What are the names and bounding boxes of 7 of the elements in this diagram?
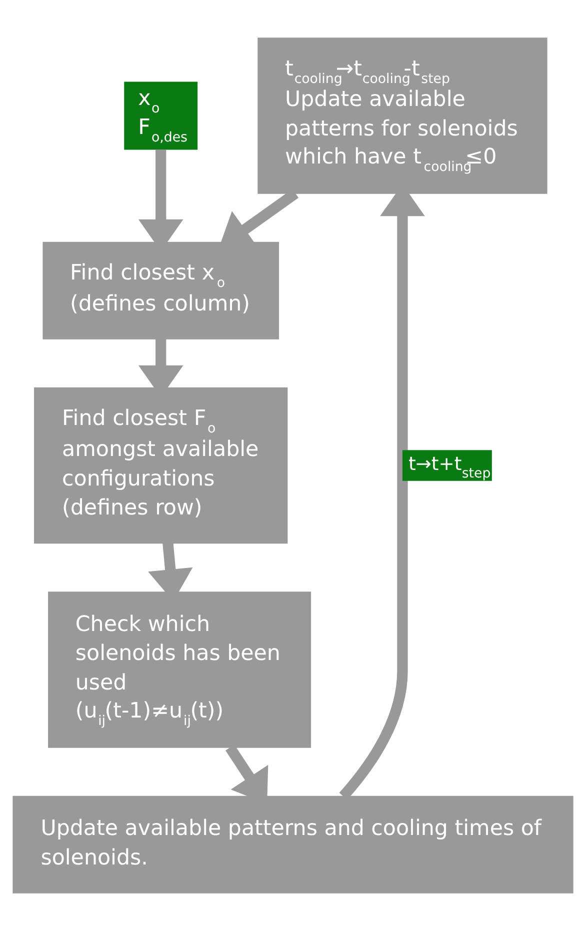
- edge-label: t→t+t$_{step}$: [408, 454, 491, 482]
- node-box: x$_{o}$ F$_{o,des}$: [124, 82, 198, 150]
- node-box: Check which solenoids has been used (u$_{ij}$(t-1)≠u$_{ij}$(t)): [48, 592, 312, 748]
- node-box: Update available patterns and cooling times of solenoids.: [12, 796, 574, 894]
- node-box: Find closest F$_{o}$ amongst available configurations (defines row): [34, 387, 288, 544]
- node-box: t$_{cooling}$→t$_{cooling}$-t$_{step}$ Update available patterns for solenoids which have t$_{cooling}$≤0: [258, 38, 548, 194]
- node-box: Find closest x$_{o}$ (defines column): [42, 242, 279, 340]
